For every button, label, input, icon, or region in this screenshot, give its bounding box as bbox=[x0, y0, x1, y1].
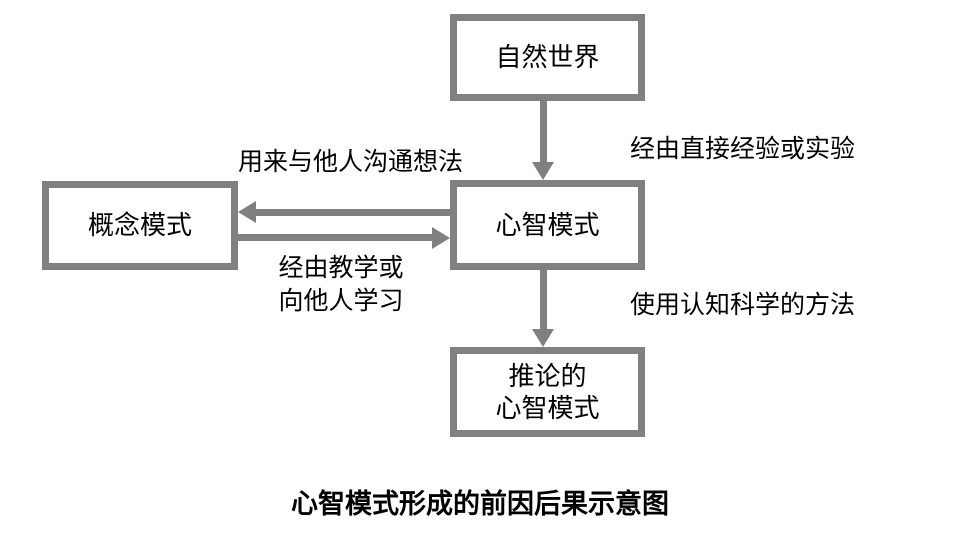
arrow-right-icon bbox=[432, 227, 450, 249]
box-inferred-mental-model-label: 推论的 心智模式 bbox=[495, 360, 599, 425]
box-mental-model: 心智模式 bbox=[450, 180, 645, 270]
box-inferred-line2: 心智模式 bbox=[495, 393, 600, 423]
arrow-mental-to-conceptual-shaft bbox=[254, 209, 450, 216]
arrow-left-icon bbox=[238, 201, 256, 223]
diagram-title: 心智模式形成的前因后果示意图 bbox=[291, 489, 669, 519]
box-natural-world: 自然世界 bbox=[450, 14, 645, 101]
box-inferred-mental-model: 推论的 心智模式 bbox=[450, 347, 645, 437]
box-conceptual-model-label: 概念模式 bbox=[87, 210, 192, 241]
box-conceptual-model: 概念模式 bbox=[42, 181, 238, 270]
label-teaching-line1: 经由教学或 bbox=[278, 254, 404, 282]
label-communicate-ideas: 用来与他人沟通想法 bbox=[238, 148, 464, 176]
label-direct-experience: 经由直接经验或实验 bbox=[630, 135, 856, 163]
arrow-down-icon bbox=[532, 162, 554, 180]
label-cognitive-science: 使用认知科学的方法 bbox=[630, 291, 856, 319]
arrow-conceptual-to-mental-shaft bbox=[238, 234, 434, 241]
box-inferred-line1: 推论的 bbox=[508, 360, 587, 391]
arrow-down-icon bbox=[532, 329, 554, 347]
arrow-natural-to-mental-shaft bbox=[540, 100, 547, 164]
box-natural-world-label: 自然世界 bbox=[495, 42, 600, 73]
label-teaching-line2: 向他人学习 bbox=[278, 287, 404, 315]
label-teaching-learning: 经由教学或 向他人学习 bbox=[278, 252, 404, 318]
arrow-mental-to-inferred-shaft bbox=[540, 270, 547, 331]
box-mental-model-label: 心智模式 bbox=[495, 209, 600, 240]
